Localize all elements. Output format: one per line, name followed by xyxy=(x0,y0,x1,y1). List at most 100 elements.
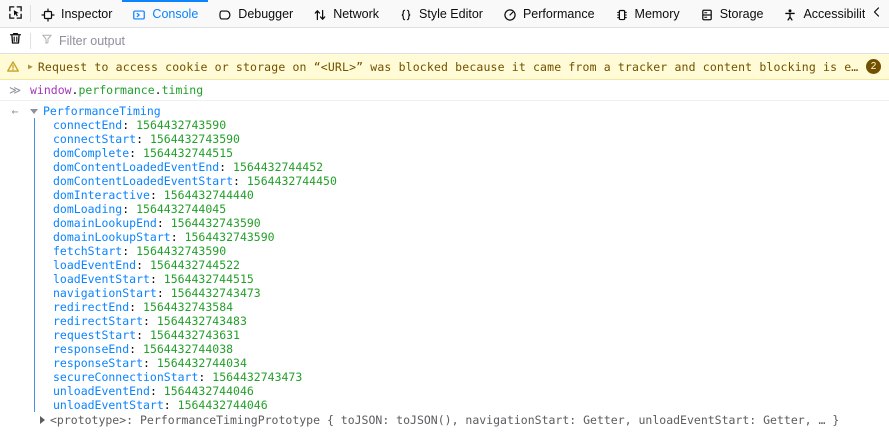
warning-triangle-icon xyxy=(6,60,20,74)
property-colon: : xyxy=(122,202,137,216)
expand-twisty-open-icon[interactable] xyxy=(30,108,38,114)
console-result-row: ← PerformanceTiming connectEnd: 15644327… xyxy=(0,101,889,432)
property-value: 1564432744034 xyxy=(156,356,247,370)
input-prompt: ≫ xyxy=(8,83,22,97)
console-input-echo-row[interactable]: ≫ window.performance.timing xyxy=(0,80,889,101)
property-colon: : xyxy=(163,398,178,412)
tab-memory[interactable]: Memory xyxy=(605,0,690,27)
tab-console[interactable]: Console xyxy=(122,0,209,27)
property-row: domContentLoadedEventEnd: 1564432744452 xyxy=(35,160,889,174)
property-value: 1564432743590 xyxy=(149,132,240,146)
property-value: 1564432744046 xyxy=(177,398,268,412)
property-row: connectStart: 1564432743590 xyxy=(35,132,889,146)
property-name: connectEnd xyxy=(53,118,123,132)
property-value: 1564432743483 xyxy=(156,314,247,328)
property-name: fetchStart xyxy=(53,244,123,258)
funnel-icon xyxy=(41,32,53,50)
property-row: navigationStart: 1564432743473 xyxy=(35,286,889,300)
property-name: unloadEventStart xyxy=(53,398,164,412)
property-colon: : xyxy=(143,314,157,328)
property-name: domLoading xyxy=(53,202,123,216)
chevron-left-icon xyxy=(871,6,883,21)
tab-storage[interactable]: Storage xyxy=(690,0,774,27)
tab-label: Debugger xyxy=(238,7,294,22)
property-colon: : xyxy=(129,300,144,314)
tab-label: Inspector xyxy=(61,7,113,22)
console-output: ≫ window.performance.timing ← Performanc… xyxy=(0,80,889,432)
expand-twisty-closed-icon[interactable] xyxy=(40,416,45,424)
style-editor-braces-icon xyxy=(399,8,413,22)
tab-label: Console xyxy=(152,7,199,22)
token-dot: . xyxy=(71,83,79,97)
tab-accessibility[interactable]: Accessibility xyxy=(773,0,865,27)
tab-label: Performance xyxy=(522,7,595,22)
property-row: domainLookupEnd: 1564432743590 xyxy=(35,216,889,230)
filter-input[interactable]: Filter output xyxy=(31,28,889,53)
property-value: 1564432744452 xyxy=(233,160,324,174)
property-name: domContentLoadedEventStart xyxy=(53,174,234,188)
property-colon: : xyxy=(136,328,150,342)
property-row: connectEnd: 1564432743590 xyxy=(35,118,889,132)
tab-inspector[interactable]: Inspector xyxy=(31,0,122,27)
property-row: responseEnd: 1564432744038 xyxy=(35,342,889,356)
property-row: loadEventEnd: 1564432744522 xyxy=(35,258,889,272)
property-value: 1564432744038 xyxy=(143,342,234,356)
property-name: unloadEventEnd xyxy=(53,384,150,398)
warning-expand-twisty[interactable]: ▶ xyxy=(28,61,33,71)
property-value: 1564432744515 xyxy=(143,146,234,160)
toolbar-overflow-button[interactable] xyxy=(865,0,889,27)
property-colon: : xyxy=(136,132,150,146)
object-header[interactable]: PerformanceTiming xyxy=(30,104,889,118)
devtools-tab-list: Inspector Console Debugger xyxy=(31,0,865,27)
property-colon: : xyxy=(136,258,150,272)
property-row: domComplete: 1564432744515 xyxy=(35,146,889,160)
token-dot: . xyxy=(154,83,162,97)
debugger-tag-icon xyxy=(218,8,232,22)
performance-gauge-icon xyxy=(503,8,517,22)
console-chevron-icon xyxy=(132,8,146,22)
property-colon: : xyxy=(122,118,137,132)
tab-network[interactable]: Network xyxy=(303,0,389,27)
property-value: 1564432743590 xyxy=(184,230,275,244)
toolbar-divider xyxy=(30,5,31,22)
tab-label: Accessibility xyxy=(803,7,865,22)
property-colon: : xyxy=(122,244,137,258)
accessibility-person-icon xyxy=(783,8,797,22)
filter-divider xyxy=(30,32,31,49)
property-value: 1564432743590 xyxy=(136,244,227,258)
property-name: responseEnd xyxy=(53,342,130,356)
property-colon: : xyxy=(129,342,144,356)
console-filter-bar: Filter output xyxy=(0,28,889,54)
property-colon: : xyxy=(156,216,171,230)
property-value: 1564432743631 xyxy=(149,328,240,342)
property-colon: : xyxy=(170,230,185,244)
tab-label: Memory xyxy=(634,7,680,22)
property-value: 1564432743590 xyxy=(136,118,227,132)
property-row: loadEventStart: 1564432744515 xyxy=(35,272,889,286)
property-colon: : xyxy=(219,160,234,174)
element-picker-button[interactable] xyxy=(0,0,30,27)
memory-chip-icon xyxy=(615,8,629,22)
warning-text: Request to access cookie or storage on “… xyxy=(37,59,860,74)
property-row: responseStart: 1564432744034 xyxy=(35,356,889,370)
property-colon: : xyxy=(156,286,171,300)
tab-performance[interactable]: Performance xyxy=(493,0,605,27)
property-value: 1564432744440 xyxy=(163,188,254,202)
tab-debugger[interactable]: Debugger xyxy=(208,0,303,27)
clear-output-button[interactable] xyxy=(0,31,30,51)
filter-placeholder: Filter output xyxy=(59,33,126,48)
network-arrows-icon xyxy=(313,8,327,22)
property-name: responseStart xyxy=(53,356,144,370)
property-name: domainLookupStart xyxy=(53,230,171,244)
tab-style-editor[interactable]: Style Editor xyxy=(389,0,493,27)
prototype-row[interactable]: <prototype>: PerformanceTimingPrototype … xyxy=(30,412,889,428)
property-name: requestStart xyxy=(53,328,137,342)
property-row: domInteractive: 1564432744440 xyxy=(35,188,889,202)
property-value: 1564432743584 xyxy=(143,300,234,314)
result-arrow-icon: ← xyxy=(11,104,19,118)
property-colon: : xyxy=(149,384,164,398)
token-property: performance xyxy=(78,83,155,97)
tab-label: Style Editor xyxy=(419,7,483,22)
storage-database-icon xyxy=(700,8,714,22)
console-warning-message[interactable]: ▶ Request to access cookie or storage on… xyxy=(0,54,889,80)
